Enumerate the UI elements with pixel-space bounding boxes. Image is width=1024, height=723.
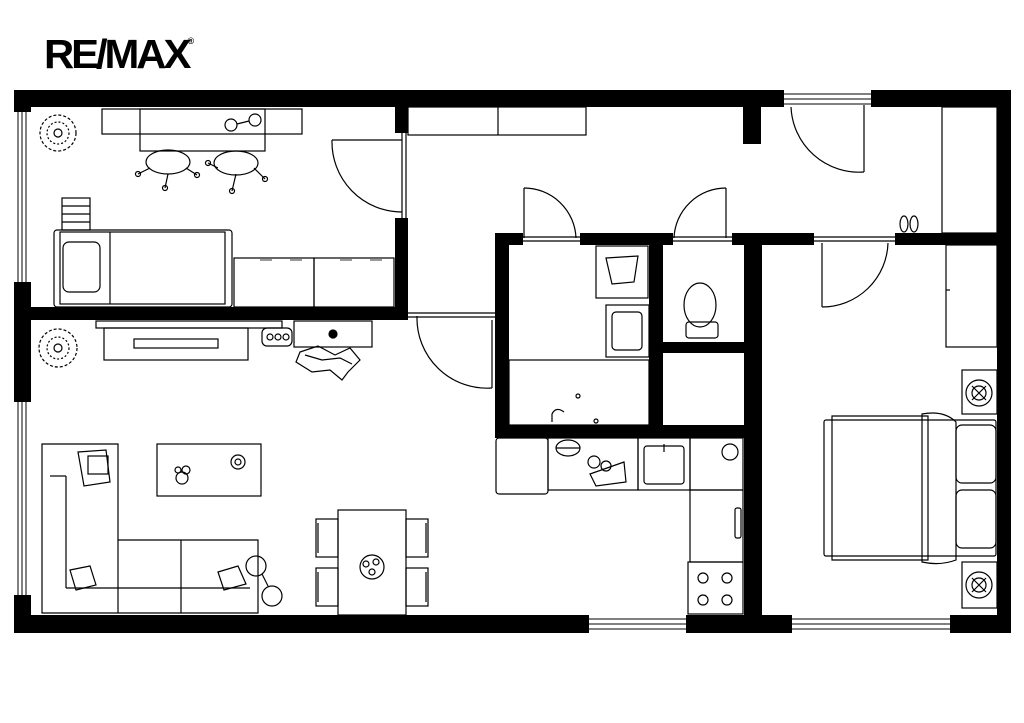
- bed: [53, 229, 233, 308]
- bunk-ladder: [61, 197, 91, 231]
- bed-pillow: [62, 241, 101, 293]
- wall-child-right-top: [395, 107, 408, 133]
- wall-hall-stub: [743, 107, 761, 144]
- wall-right: [997, 90, 1011, 633]
- low-cabinet-1: [233, 257, 315, 308]
- kitchen-furniture: [495, 437, 744, 615]
- window-bottom-bedroom: [792, 618, 950, 630]
- hob: [687, 561, 744, 615]
- hallway-furniture: [407, 106, 998, 234]
- wall-top-left: [14, 90, 784, 107]
- wall-bath-wc-divider: [649, 233, 663, 433]
- wall-left-mid: [14, 282, 31, 402]
- wall-bed-left: [744, 233, 762, 633]
- bath-tap-icon: [551, 393, 599, 424]
- wall-bath-top-1: [495, 233, 523, 245]
- wall-left-top: [14, 90, 31, 112]
- door-bathroom: [523, 187, 580, 242]
- desk-top: [139, 108, 266, 152]
- entrance-door-frame: [784, 93, 871, 105]
- tv-unit: [95, 320, 283, 329]
- chair-left: [134, 149, 201, 192]
- plant-icon: [38, 328, 78, 368]
- wall-wc-bottom: [663, 342, 748, 353]
- armchair-plant: [295, 345, 361, 381]
- logo-wordmark: RE/MAX: [44, 31, 191, 77]
- toilet: [683, 282, 719, 339]
- washing-machine: [595, 245, 649, 299]
- slippers-icon: [899, 215, 919, 233]
- children-room-furniture: [39, 108, 395, 308]
- door-children-room: [331, 133, 407, 218]
- door-entrance: [790, 105, 865, 173]
- bathroom-furniture: [508, 245, 719, 426]
- doors: [331, 105, 895, 389]
- window-left-bottom: [17, 402, 27, 595]
- wall-child-bottom: [31, 307, 408, 320]
- door-wc: [673, 187, 732, 242]
- wardrobe-right: [941, 106, 998, 234]
- kitchen-cabinet-1: [495, 437, 549, 495]
- kettle-icon: [721, 443, 739, 461]
- lamp-icon: [328, 329, 338, 339]
- glasses-icon: [224, 113, 262, 132]
- wall-bath-bottom: [495, 425, 760, 438]
- bed-mattress: [59, 231, 226, 305]
- windows: [17, 93, 950, 630]
- wardrobe-top: [407, 106, 587, 136]
- wall-top-right: [871, 90, 1011, 107]
- tv-screen: [133, 338, 219, 349]
- window-left-top: [17, 112, 27, 282]
- wall-bath-left: [495, 233, 509, 438]
- window-bottom-living: [589, 618, 686, 630]
- walls: [14, 90, 1011, 633]
- plant-icon: [39, 114, 77, 152]
- remax-logo: RE/MAX ®: [44, 30, 194, 78]
- side-cabinet: [293, 320, 373, 348]
- low-cabinet-2: [313, 257, 395, 308]
- side-table: [245, 555, 283, 607]
- wall-bottom-right: [950, 615, 1011, 633]
- dining-chairs: [315, 518, 429, 607]
- chair-right: [204, 150, 269, 195]
- door-bedroom: [814, 236, 895, 308]
- wall-bottom-left: [14, 615, 589, 633]
- bathtub: [508, 359, 650, 426]
- tv-stand: [103, 327, 249, 361]
- washbasin: [605, 304, 650, 358]
- bedroom-wardrobe: [945, 244, 998, 348]
- logo-registered-mark: ®: [187, 36, 195, 46]
- door-living-room: [408, 312, 495, 389]
- coffee-table: [156, 443, 262, 497]
- nightstand-bottom: [961, 561, 998, 609]
- living-room-furniture: [38, 320, 429, 616]
- remote-icon: [261, 327, 293, 347]
- bedroom-furniture: [823, 244, 998, 609]
- cooking-items: [555, 439, 627, 487]
- desk: [101, 108, 303, 135]
- corner-sofa: [41, 443, 259, 614]
- dining-table: [337, 509, 407, 616]
- wall-bed-top-right: [895, 233, 1011, 245]
- double-bed: [823, 412, 997, 565]
- wall-child-right-bottom: [395, 218, 408, 320]
- nightstand-top: [961, 369, 998, 415]
- wall-bottom-mid: [686, 615, 792, 633]
